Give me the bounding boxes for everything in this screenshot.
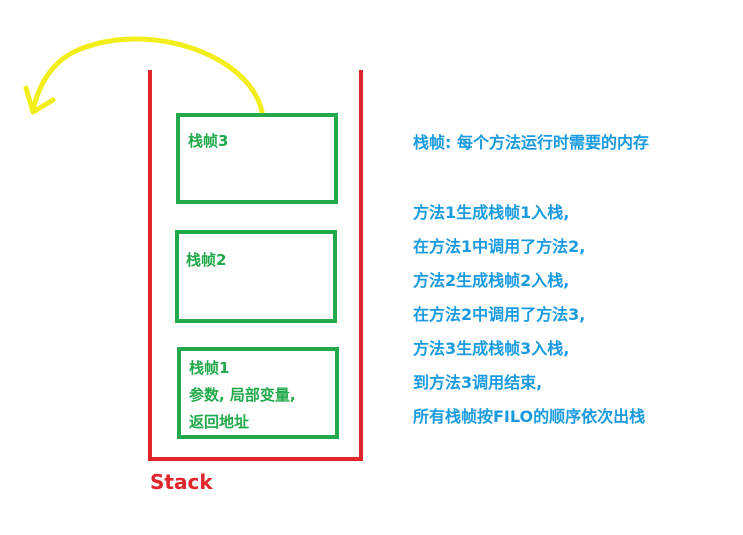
stack-label: Stack [150,470,213,494]
description-step-3: 方法2生成栈帧2入栈, [413,271,570,290]
stack-frame-2 [175,230,337,323]
stack-frame-3 [176,113,338,204]
description-step-4: 在方法2中调用了方法3, [413,305,586,324]
description-step-1: 方法1生成栈帧1入栈, [413,203,570,222]
description-title: 栈帧: 每个方法运行时需要的内存 [413,133,649,152]
frame-1-return: 返回地址 [189,413,250,431]
stack-bottom-wall [148,457,363,461]
stack-left-wall [148,70,152,461]
description-step-7: 所有栈帧按FILO的顺序依次出栈 [413,407,646,426]
description-step-2: 在方法1中调用了方法2, [413,237,586,256]
stack-right-wall [359,70,363,461]
description-step-6: 到方法3调用结束, [413,373,543,392]
description-step-5: 方法3生成栈帧3入栈, [413,339,570,358]
frame-3-label: 栈帧3 [188,132,229,150]
frame-1-label: 栈帧1 [189,359,230,377]
frame-2-label: 栈帧2 [186,251,227,269]
frame-1-params: 参数, 局部变量, [189,386,296,404]
stack-frame-1 [177,347,339,439]
